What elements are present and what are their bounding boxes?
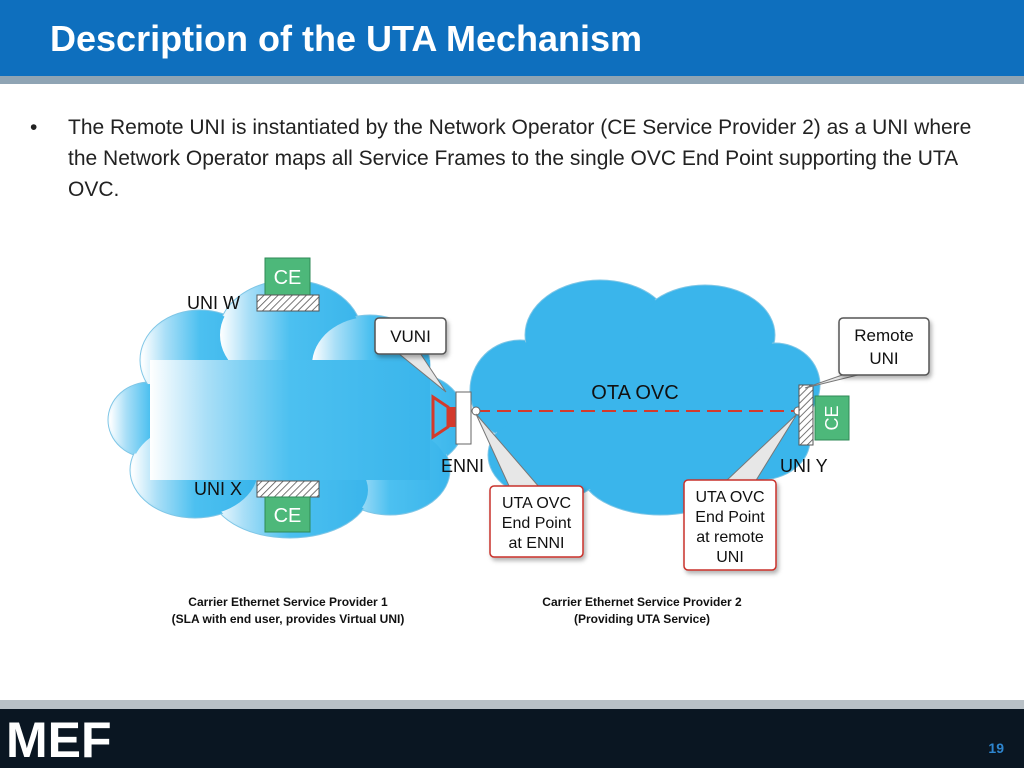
- vuni-marker: [431, 394, 456, 440]
- callout-endpoint-enni: UTA OVC End Point at ENNI: [475, 413, 584, 558]
- uni-w-port: [256, 294, 320, 312]
- callout-remote-uni-line1: Remote: [854, 326, 914, 345]
- callout-ep-remote-line4: UNI: [716, 549, 744, 566]
- title-bar-strip: [0, 76, 1024, 84]
- callout-ep-remote-line3: at remote: [696, 529, 764, 546]
- uni-y-port: [798, 384, 814, 446]
- callout-remote-uni-line2: UNI: [869, 349, 898, 368]
- provider1-cloud: [107, 279, 466, 539]
- uni-x-label: UNI X: [194, 479, 242, 499]
- ce-right: CE: [814, 395, 850, 441]
- enni-label: ENNI: [441, 456, 484, 476]
- bullet-symbol: •: [30, 116, 38, 139]
- uni-x-port: [256, 480, 320, 498]
- caption-provider1-line1: Carrier Ethernet Service Provider 1: [188, 595, 388, 609]
- callout-remote-uni: Remote UNI: [804, 317, 930, 389]
- ce-top-label: CE: [274, 267, 302, 289]
- footer-bar: [0, 709, 1024, 768]
- caption-provider2: Carrier Ethernet Service Provider 2 (Pro…: [472, 594, 812, 628]
- uni-w-label: UNI W: [187, 293, 240, 313]
- callout-ep-enni-line1: UTA OVC: [502, 495, 571, 512]
- ovc-endpoint-enni: [471, 406, 481, 416]
- callout-ep-remote-line1: UTA OVC: [695, 489, 764, 506]
- page-number: 19: [988, 740, 1004, 756]
- ce-right-label: CE: [822, 405, 842, 430]
- ce-top: CE: [264, 257, 311, 296]
- bullet-item: • The Remote UNI is instantiated by the …: [30, 112, 1005, 205]
- callout-ep-remote-line2: End Point: [695, 509, 765, 526]
- callout-vuni-text: VUNI: [390, 327, 431, 346]
- caption-provider2-line1: Carrier Ethernet Service Provider 2: [542, 595, 742, 609]
- caption-provider1: Carrier Ethernet Service Provider 1 (SLA…: [118, 594, 458, 628]
- title-bar: [0, 0, 1024, 76]
- bullet-list: • The Remote UNI is instantiated by the …: [30, 112, 1005, 205]
- bullet-text: The Remote UNI is instantiated by the Ne…: [68, 116, 972, 201]
- callout-ep-enni-line3: at ENNI: [508, 535, 564, 552]
- ce-bottom: CE: [264, 496, 311, 533]
- uni-y-label: UNI Y: [780, 456, 828, 476]
- slide-title: Description of the UTA Mechanism: [50, 18, 643, 59]
- callout-endpoint-remote: UTA OVC End Point at remote UNI: [683, 413, 798, 571]
- mef-logo-text: MEF: [6, 714, 112, 764]
- caption-provider2-line2: (Providing UTA Service): [573, 612, 711, 626]
- enni-port: [455, 391, 472, 445]
- callout-vuni: VUNI: [374, 317, 447, 393]
- caption-provider1-line2: (SLA with end user, provides Virtual UNI…: [171, 612, 405, 626]
- footer-strip: [0, 700, 1024, 709]
- mef-logo: MEF: [6, 714, 112, 764]
- callout-ep-enni-line2: End Point: [502, 515, 572, 532]
- ce-bottom-label: CE: [274, 505, 302, 527]
- ota-ovc-label: OTA OVC: [591, 382, 678, 404]
